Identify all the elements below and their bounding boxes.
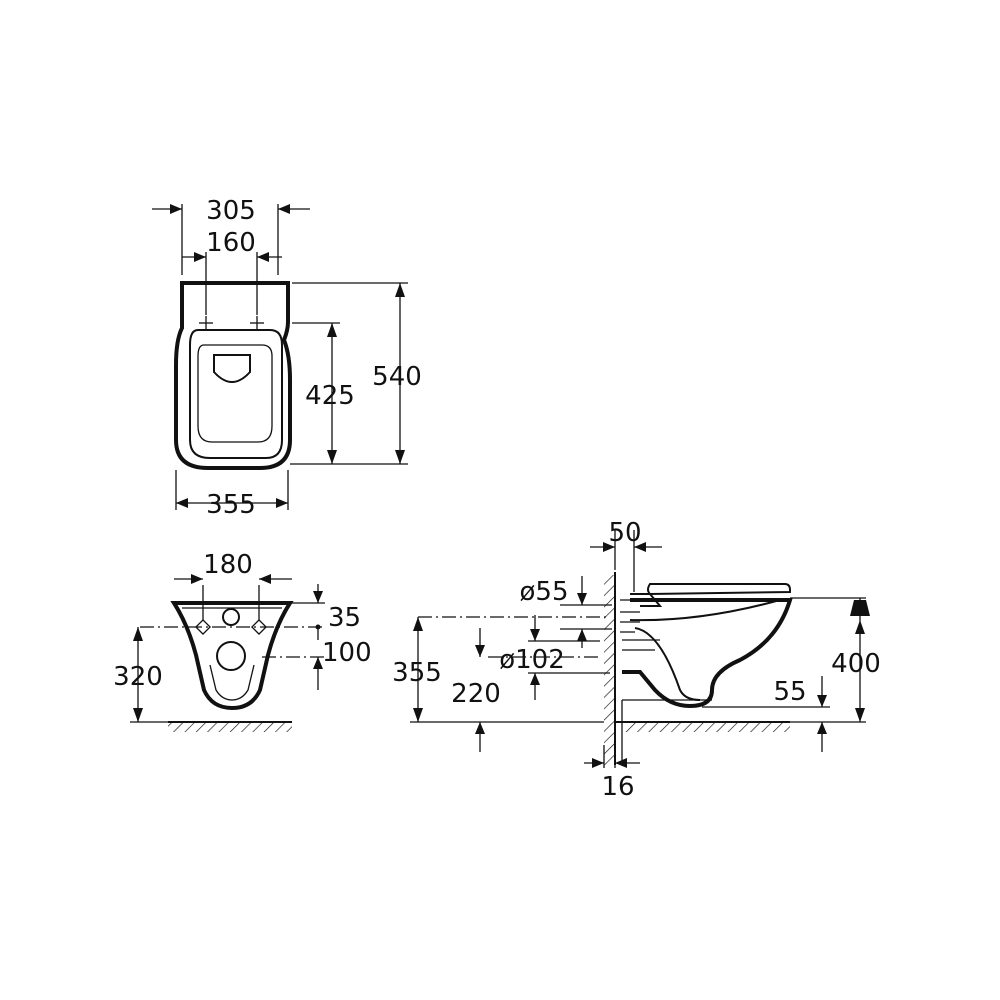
dim-35: 35	[313, 584, 361, 640]
dim-label-400: 400	[831, 649, 881, 679]
dim-400: 400	[831, 598, 881, 722]
dim-label-320: 320	[113, 662, 163, 692]
wall-hatch	[604, 575, 615, 765]
fix-point-right	[250, 316, 264, 330]
dim-label-50: 50	[608, 518, 641, 548]
side-view: 50 ø55 ø102 355	[392, 518, 881, 802]
fix-mark-right	[251, 619, 267, 635]
side-bowl-outline	[622, 598, 793, 709]
dim-o55: ø55	[520, 576, 612, 648]
front-view: 180 35 100 320	[113, 550, 372, 732]
inlet-hole	[222, 608, 240, 626]
top-view: 305 160 540 425 355	[152, 196, 422, 520]
front-view-outline	[170, 601, 294, 711]
floor-hatch	[168, 723, 292, 732]
side-floor-hatch	[625, 723, 790, 732]
dim-label-100: 100	[322, 638, 372, 668]
dim-160: 160	[182, 228, 282, 262]
dim-50: 50	[590, 518, 662, 552]
dim-label-160: 160	[206, 228, 256, 258]
dim-label-355: 355	[206, 490, 256, 520]
dim-16: 16	[584, 758, 640, 802]
flush-opening	[213, 354, 251, 383]
dim-side-355: 355	[392, 617, 442, 722]
dim-label-180: 180	[203, 550, 253, 580]
dim-label-side-355: 355	[392, 658, 442, 688]
dim-425: 425	[305, 323, 355, 464]
dim-o102: ø102	[499, 615, 565, 700]
dim-355: 355	[176, 490, 288, 520]
dim-100: 100	[313, 638, 372, 690]
dim-label-o55: ø55	[520, 577, 569, 607]
bowl-opening	[197, 344, 273, 443]
outlet-hole	[216, 641, 246, 671]
dim-180: 180	[174, 550, 292, 584]
top-view-outline	[174, 281, 292, 470]
seat-lid	[647, 583, 791, 596]
dim-label-540: 540	[372, 362, 422, 392]
dim-label-35: 35	[328, 603, 361, 633]
dim-label-side-55: 55	[773, 677, 806, 707]
dim-305: 305	[152, 196, 310, 226]
fix-mark-left	[195, 619, 211, 635]
fix-point-left	[199, 316, 213, 330]
dim-220: 220	[451, 628, 501, 752]
dim-label-o102: ø102	[499, 645, 565, 675]
seat-inner-outline	[189, 329, 283, 459]
dim-label-425: 425	[305, 381, 355, 411]
dim-side-55: 55	[773, 676, 827, 752]
dim-label-305: 305	[206, 196, 256, 226]
dim-320: 320	[113, 627, 168, 723]
dim-label-220: 220	[451, 679, 501, 709]
dim-540: 540	[372, 283, 422, 464]
dim-label-16: 16	[601, 772, 634, 802]
